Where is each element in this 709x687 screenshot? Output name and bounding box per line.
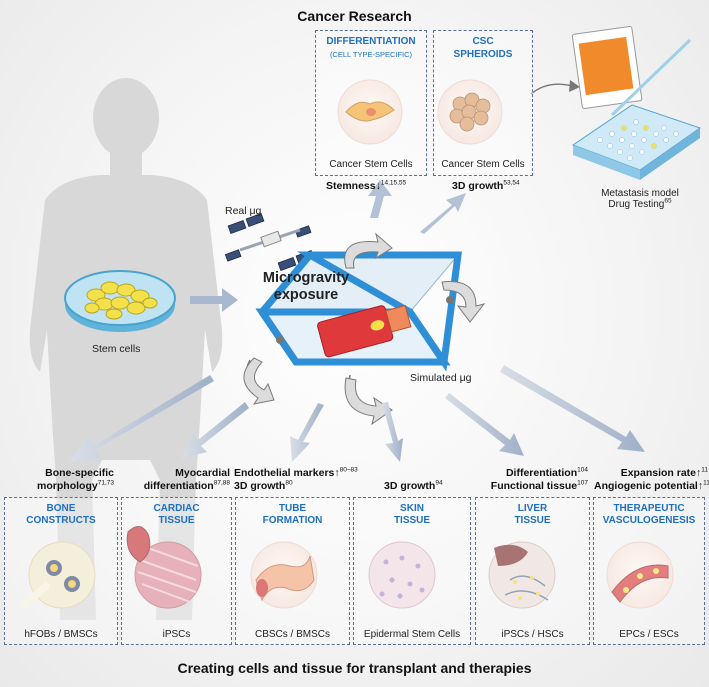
- cardiac-cell-label: iPSCs: [162, 629, 191, 640]
- vasculogenesis-box: THERAPEUTIC VASCULOGENESIS EPCs / ESCs: [593, 497, 705, 645]
- real-microgravity-label: Real μg: [225, 205, 262, 217]
- liver-tissue-box: LIVER TISSUE iPSCs / HSCs: [475, 497, 590, 645]
- cardiac-tissue-illustration: [126, 526, 202, 609]
- differentiation-box: DIFFERENTIATION (CELL TYPE-SPECIFIC) Can…: [315, 30, 427, 176]
- cancer-research-title: Cancer Research: [297, 8, 412, 24]
- arrows-to-tissues: [70, 365, 645, 462]
- csc-spheroids-box: CSC SPHEROIDS Cancer Stem Cells: [433, 30, 533, 176]
- footer-title: Creating cells and tissue for transplant…: [177, 660, 532, 676]
- bone-cell-label: hFOBs / BMSCs: [24, 629, 98, 640]
- vasculogenesis-illustration: [606, 541, 674, 609]
- petri-dish-icon: [64, 270, 176, 332]
- microgravity-exposure-label: Microgravity exposure: [262, 270, 350, 303]
- pipette-icon: [610, 38, 692, 117]
- space-station-icon: [224, 212, 315, 272]
- skin-tissue-illustration: [368, 541, 436, 609]
- cardiac-tissue-box: CARDIAC TISSUE iPSCs: [121, 497, 232, 645]
- tube-formation-box: TUBE FORMATION CBSCs / BMSCs: [235, 497, 350, 645]
- bone-note: Bone-specific morphology71,73: [37, 467, 114, 492]
- liver-cell-label: iPSCs / HSCs: [501, 629, 564, 640]
- tube-note: Endothelial markers↑80–83 3D growth80: [234, 466, 358, 492]
- metastasis-label: Metastasis model Drug Testing65: [601, 188, 679, 210]
- cardiac-title-2: TISSUE: [158, 515, 195, 526]
- spheroids-cell-label: Cancer Stem Cells: [441, 159, 525, 170]
- spheroid-icon: [449, 92, 491, 132]
- tube-title-2: FORMATION: [262, 515, 323, 526]
- skin-title-1: SKIN: [400, 503, 424, 514]
- spheroids-title: SPHEROIDS: [453, 49, 513, 60]
- vasc-title-2: VASCULOGENESIS: [602, 515, 696, 526]
- tube-title-1: TUBE: [278, 503, 307, 514]
- arrow-up-differentiation: [368, 180, 392, 218]
- simulated-microgravity-label: Simulated μg: [410, 372, 472, 384]
- tube-cell-label: CBSCs / BMSCs: [254, 629, 330, 640]
- skin-tissue-box: SKIN TISSUE Epidermal Stem Cells: [353, 497, 471, 645]
- csc-title: CSC: [472, 36, 494, 47]
- vasculogenesis-note: Expansion rate↑11 Angiogenic potential↑1…: [594, 466, 709, 492]
- differentiation-cell-label: Cancer Stem Cells: [329, 159, 413, 170]
- liver-note: Differentiation104 Functional tissue107: [490, 466, 588, 492]
- skin-note: 3D growth94: [384, 479, 443, 492]
- bone-title-1: BONE: [46, 503, 76, 514]
- arrow-up-spheroids: [420, 193, 466, 234]
- well-plate-icon: [571, 104, 702, 180]
- differentiation-subtitle: (CELL TYPE-SPECIFIC): [329, 50, 413, 59]
- liver-title-1: LIVER: [517, 503, 548, 514]
- drug-sachet-icon: [571, 25, 643, 110]
- bone-tissue-illustration: [19, 541, 96, 611]
- arrow-to-metastasis: [530, 83, 573, 95]
- clinostat-device: [255, 251, 462, 372]
- tube-formation-illustration: [250, 541, 318, 609]
- arrow-to-microgravity: [190, 288, 238, 312]
- stem-cells-label: Stem cells: [92, 343, 141, 355]
- differentiation-title: DIFFERENTIATION: [326, 36, 416, 47]
- bone-constructs-box: BONE CONSTRUCTS hFOBs / BMSCs: [4, 497, 118, 645]
- 3d-growth-note: 3D growth53,54: [452, 179, 520, 192]
- cardiac-note: Myocardial differentiation87,88: [143, 467, 230, 492]
- bone-title-2: CONSTRUCTS: [26, 515, 96, 526]
- vasc-cell-label: EPCs / ESCs: [619, 629, 679, 640]
- stemness-note: Stemness↓14,15,55: [326, 179, 407, 192]
- cardiac-title-1: CARDIAC: [153, 503, 200, 514]
- liver-title-2: TISSUE: [514, 515, 551, 526]
- vasc-title-1: THERAPEUTIC: [613, 503, 685, 514]
- liver-tissue-illustration: [488, 541, 556, 609]
- skin-cell-label: Epidermal Stem Cells: [363, 629, 461, 640]
- skin-title-2: TISSUE: [393, 515, 431, 526]
